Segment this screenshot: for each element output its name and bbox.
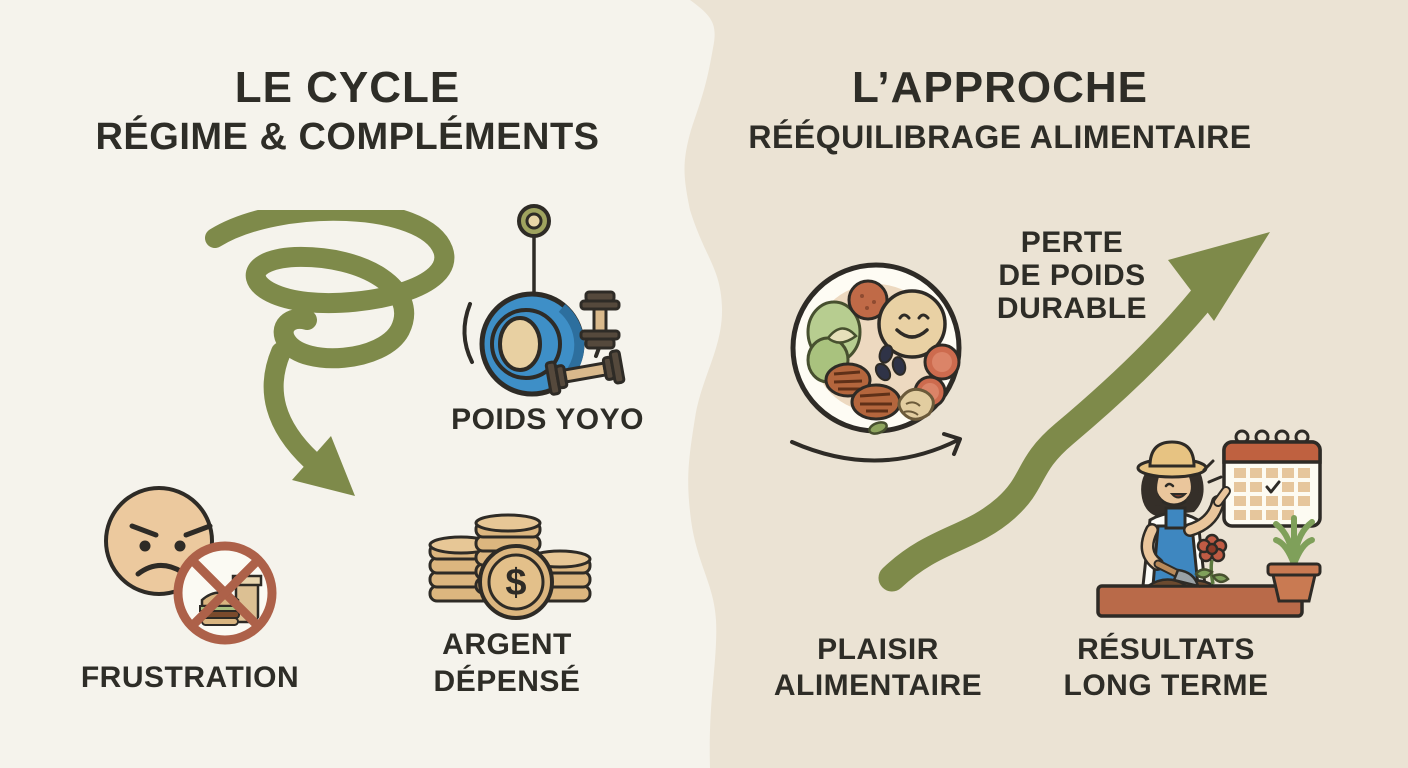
emphasis-lines [1202,459,1223,484]
angry-face-no-fast-food-icon [104,486,277,645]
garden-bed [1096,584,1304,618]
dumbbell-vertical [579,290,621,350]
label-resultats-long-terme: RÉSULTATS LONG TERME [1063,633,1269,702]
calendar [1222,429,1322,528]
right-title-line1: L’APPROCHE [851,63,1149,112]
label-argent-depense: ARGENT DÉPENSÉ [433,628,581,698]
dumbbell-horizontal [544,349,626,396]
label-plaisir-alimentaire: PLAISIR ALIMENTAIRE [773,633,983,702]
left-title-line2: RÉGIME & COMPLÉMENTS [95,116,600,158]
right-title-line2: RÉÉQUILIBRAGE ALIMENTAIRE [748,119,1252,155]
grilled-patties [824,362,902,421]
trowel [1153,559,1200,588]
wavy-rising-arrow-icon [878,232,1270,592]
spiral-arrowhead [292,436,355,496]
label-perte-de-poids: PERTE DE POIDS DURABLE [996,226,1148,325]
gardener-calendar-icon [1096,429,1322,618]
dollar-coin: $ [478,544,554,620]
flower [1194,533,1230,585]
downward-spiral-arrow-icon [205,210,455,496]
yoyo-with-dumbbells-icon [462,204,626,397]
right-panel-title: L’APPROCHE RÉÉQUILIBRAGE ALIMENTAIRE [700,62,1300,160]
potted-plant [1266,515,1322,603]
no-fast-food-sign [173,541,277,645]
coin-stacks-dollar-icon: $ [428,513,592,620]
yoyo-string-ring [517,204,551,296]
olives [874,344,907,382]
left-title-line1: LE CYCLE [234,63,461,112]
label-frustration: FRUSTRATION [80,661,300,694]
dollar-sign: $ [505,562,526,604]
rising-arrowhead [1168,232,1270,321]
calendar-grid [1234,468,1310,520]
left-panel-title: LE CYCLE RÉGIME & COMPLÉMENTS [40,62,655,160]
balanced-meal-plate-icon [790,262,962,463]
pasta [868,387,935,435]
motion-arc-left [462,302,474,364]
smiley-food [877,289,947,359]
cycle-arrow-icon [790,432,962,463]
label-poids-yoyo: POIDS YOYO [451,403,644,436]
calendar-checkmark [1265,480,1281,494]
